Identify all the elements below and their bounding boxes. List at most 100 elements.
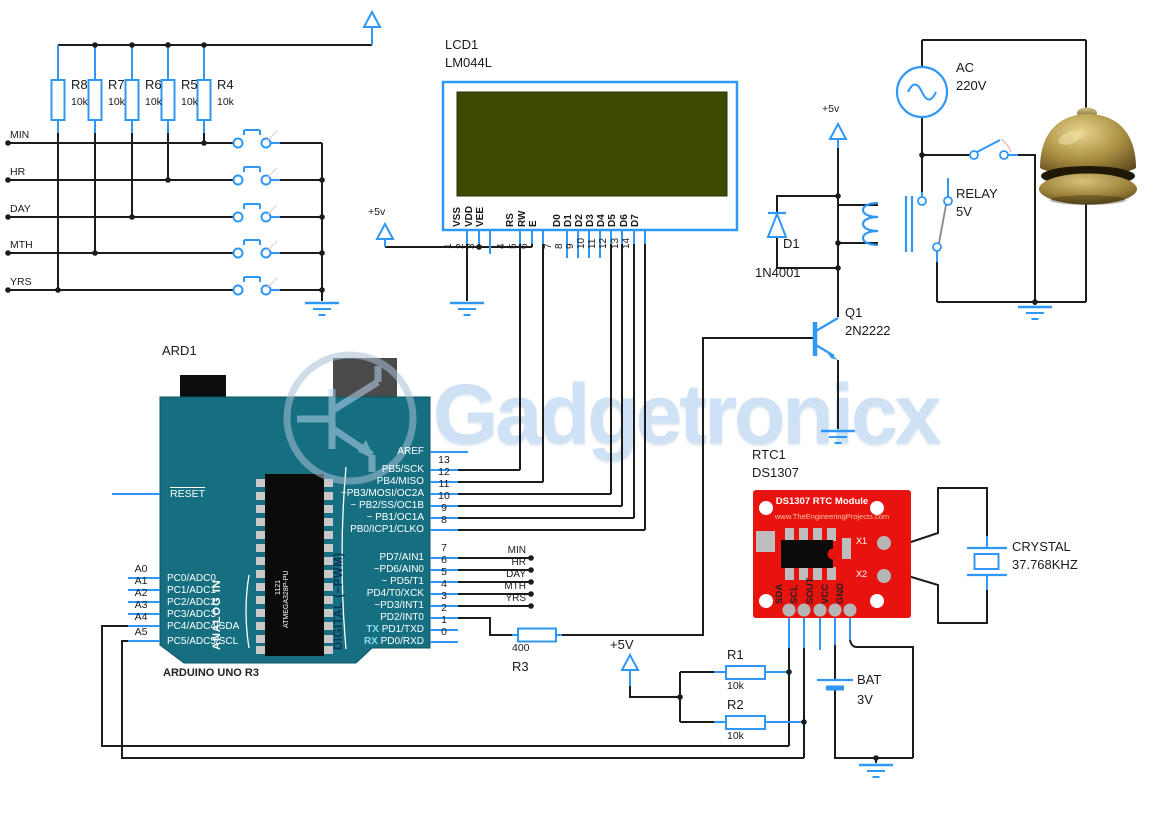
lcd-pin-name: E — [528, 220, 539, 227]
lcd-pin-number: 4 — [496, 243, 507, 249]
analog-ext-label: A2 — [134, 587, 148, 599]
lcd-pin-number: 14 — [621, 237, 632, 249]
net-label-min: MIN — [507, 545, 526, 556]
pin-number: 10 — [438, 490, 450, 502]
crystal — [967, 536, 1007, 590]
crystal-label: CRYSTAL — [1012, 539, 1071, 554]
pin-number: 2 — [441, 602, 447, 614]
pin-label: PC2/ADC2 — [167, 597, 216, 608]
net-label-yrs: YRS — [10, 276, 32, 288]
rtc-pin-sout: SOUT — [805, 577, 816, 604]
bell-image — [1039, 107, 1137, 205]
pin-label: PC5/ADC5/SCL — [167, 636, 239, 647]
rtc-pin-vcc: VCC — [820, 583, 831, 604]
relay-value: 5V — [956, 204, 972, 219]
r1-value: 10k — [727, 680, 744, 692]
pin-number: 8 — [441, 514, 447, 526]
pin-number: 0 — [441, 626, 447, 638]
d1-ref: D1 — [783, 236, 800, 251]
pin-label-aref: AREF — [397, 446, 424, 457]
resistor-r1-r2 — [714, 665, 804, 730]
r3-value: 400 — [512, 642, 530, 654]
pin-label: PC1/ADC1 — [167, 585, 216, 596]
pin-label: PB0/ICP1/CLKO — [350, 524, 424, 535]
pullup-supply-label: +5V — [610, 637, 634, 652]
pin-label: PB4/MISO — [376, 476, 424, 487]
components-blue — [50, 9, 1052, 778]
arduino-ref: ARD1 — [162, 343, 197, 358]
resistor-r3 — [512, 627, 562, 643]
pin-label: PD7/AIN1 — [379, 552, 424, 563]
analog-ext-label: A0 — [134, 563, 148, 575]
push-buttons — [232, 129, 280, 296]
relay-label: RELAY — [956, 186, 998, 201]
lcd-pin-name: D0 — [552, 214, 563, 227]
lcd-pin-number: 9 — [565, 243, 576, 249]
pin-label: ~PD3/INT1 — [374, 600, 424, 611]
resistor-label: R7 — [108, 77, 125, 92]
pin-number: 9 — [441, 502, 447, 514]
r2-label: R2 — [727, 697, 744, 712]
analog-ext-label: A1 — [134, 575, 148, 587]
lcd-pin-number: 5 — [508, 243, 519, 249]
rtc-module-board — [753, 490, 911, 618]
pin-label: PC0/ADC0 — [167, 573, 216, 584]
lcd-part: LM044L — [445, 55, 492, 70]
resistor-label: R4 — [217, 77, 234, 92]
rtc-part: DS1307 — [752, 465, 799, 480]
rtc-board-url: www.TheEngineeringProjects.com — [774, 512, 890, 521]
pin-label: PD4/T0/XCK — [366, 588, 424, 599]
ac-value: 220V — [956, 78, 987, 93]
net-label-day: DAY — [10, 203, 31, 215]
pin-number: 12 — [438, 466, 450, 478]
pin-number: 11 — [438, 478, 450, 490]
lcd-pin-name: D3 — [585, 214, 596, 227]
arduino-board — [159, 358, 431, 664]
r3-label: R3 — [512, 659, 529, 674]
lcd-pin-number: 10 — [576, 237, 587, 249]
pin-number: 3 — [441, 590, 447, 602]
ac-source — [895, 65, 949, 119]
battery — [817, 678, 853, 691]
r1-label: R1 — [727, 647, 744, 662]
lcd-pin-name: VEE — [475, 206, 486, 227]
lcd-pin-name: VDD — [464, 205, 475, 227]
rtc-pin-gnd: GND — [835, 582, 846, 604]
resistor-value: 10k — [145, 96, 162, 108]
arduino-reset-label: RESET — [170, 487, 206, 500]
rtc-x1-label: X1 — [856, 536, 868, 546]
lcd-pin-number: 1 — [443, 243, 454, 249]
lcd-display — [441, 80, 739, 258]
lcd-pin-name: VSS — [452, 206, 463, 227]
pin-label: ~ PD5/T1 — [381, 576, 424, 587]
crystal-value: 37.768KHZ — [1012, 557, 1078, 572]
battery-value: 3V — [857, 692, 873, 707]
q1-part: 2N2222 — [845, 323, 891, 338]
diode-d1 — [766, 211, 788, 238]
lcd-pin-number: 8 — [554, 243, 565, 249]
lcd-pin-number: 6 — [519, 243, 530, 249]
resistor-label: R6 — [145, 77, 162, 92]
net-label-day: DAY — [506, 569, 526, 580]
resistor-value: 10k — [71, 96, 88, 108]
lcd-pin-name: D7 — [630, 214, 641, 227]
lcd-pin-name: RW — [517, 210, 528, 227]
pin-number: 6 — [441, 554, 447, 566]
analog-ext-label: A3 — [134, 599, 148, 611]
rtc-pin-scl: SCL — [789, 585, 800, 604]
pin-label: PB5/SCK — [381, 464, 424, 475]
ac-label: AC — [956, 60, 975, 75]
pin-number: 1 — [441, 614, 447, 626]
net-label-yrs: YRS — [505, 593, 526, 604]
pin-label-tx: TX PD1/TXD — [366, 624, 424, 635]
resistor-label: R5 — [181, 77, 198, 92]
pin-label: ~PB3/MOSI/OC2A — [340, 488, 424, 499]
arduino-pin-stubs — [112, 451, 468, 643]
pin-label-rx: RX PD0/RXD — [363, 636, 424, 647]
lcd-pin-name: D6 — [619, 214, 630, 227]
r2-value: 10k — [727, 730, 744, 742]
pin-label: PC3/ADC3 — [167, 609, 216, 620]
lcd-pin-number: 13 — [610, 237, 621, 249]
pin-label: ~PD6/AIN0 — [373, 564, 424, 575]
rtc-ref: RTC1 — [752, 447, 786, 462]
